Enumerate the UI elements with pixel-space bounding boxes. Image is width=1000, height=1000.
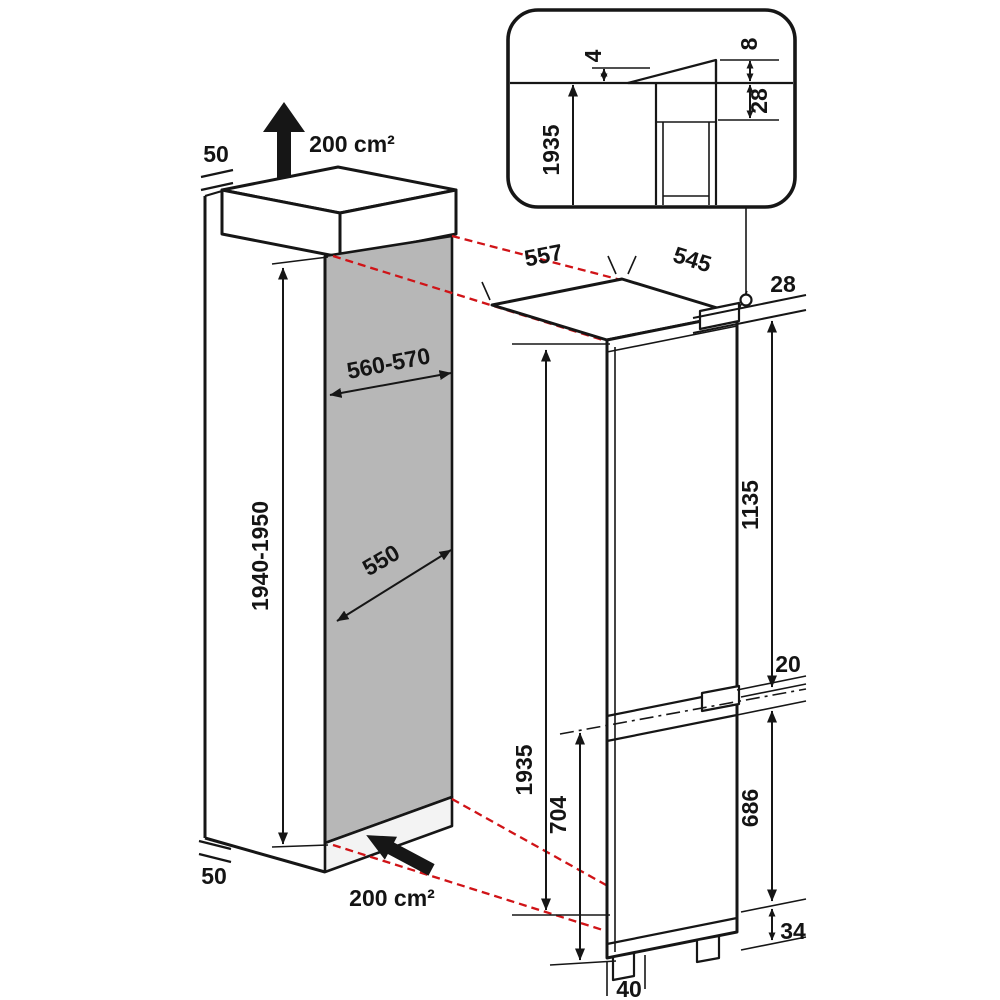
dim-inset-hinge-offset: 28: [746, 88, 772, 114]
top-hinge: [698, 301, 741, 331]
ext-line: [271, 844, 329, 848]
dim-appliance-lower-section: 704: [545, 796, 571, 835]
red-line-top-back: [451, 234, 622, 282]
niche-top-connector: [204, 189, 223, 198]
dim-appliance-upper-door: 1135: [737, 480, 763, 530]
tick: [607, 255, 617, 275]
tick: [198, 852, 232, 864]
fridge-front-face: [605, 312, 739, 960]
dim-inset-top-rise: 8: [736, 37, 762, 50]
niche-back-panel: [323, 234, 454, 845]
vent-up-arrow-icon: [263, 102, 305, 178]
front-foot: [611, 951, 636, 982]
dim-appliance-foot-height: 34: [780, 918, 806, 944]
middle-hinge: [700, 684, 741, 713]
inset-leader-point: [739, 293, 753, 307]
lower-door-top: [606, 713, 738, 743]
ext-line: [549, 960, 617, 966]
tick: [481, 281, 491, 301]
hinge-ext-line: [692, 294, 807, 319]
tick: [198, 839, 232, 851]
tick: [200, 168, 234, 179]
niche-top-slab-right-face: [338, 188, 458, 259]
niche-bottom-edge: [204, 836, 326, 874]
niche-floor: [323, 795, 454, 874]
dim-inset-top-gap: 4: [580, 49, 606, 62]
dim-appliance-door-gap: 20: [775, 651, 801, 677]
door-top-edge: [606, 325, 738, 353]
ext-line: [736, 675, 807, 691]
dim-appliance-hinge-offset: 28: [770, 271, 796, 297]
dim-niche-top-clearance: 50: [203, 141, 229, 167]
dim-niche-top-vent: 200 cm²: [309, 131, 395, 157]
niche-drawing: [203, 165, 458, 874]
dim-appliance-lower-door: 686: [737, 789, 763, 827]
dim-niche-bottom-vent: 200 cm²: [349, 885, 435, 911]
lower-door-bottom: [606, 916, 738, 946]
dim-niche-height: 1940-1950: [247, 501, 273, 611]
inset-detail: 4 8 28 1935: [506, 8, 797, 307]
dim-niche-bottom-clearance: 50: [201, 863, 227, 889]
dim-appliance-height: 1935: [511, 744, 537, 795]
ext-line: [740, 683, 807, 698]
vent-bottom-arrow-icon: [366, 835, 435, 876]
red-line-bottom-front: [332, 843, 607, 933]
dim-appliance-width: 545: [670, 241, 714, 277]
dim-appliance-base-recess: 40: [616, 976, 642, 1000]
hinge-ext-line: [692, 309, 807, 334]
gap-centerline: [559, 688, 807, 735]
ext-line: [740, 936, 807, 951]
ext-line: [271, 256, 329, 265]
tick: [627, 255, 637, 275]
tick: [200, 181, 234, 192]
dim-line-width: [329, 370, 452, 398]
red-line-bottom-back: [451, 797, 607, 887]
appliance-drawing: [490, 277, 741, 982]
ext-line: [740, 898, 807, 913]
dim-appliance-depth: 557: [522, 239, 565, 272]
dim-inset-height: 1935: [538, 124, 564, 175]
ext-line: [736, 700, 807, 716]
back-foot: [695, 934, 721, 964]
dim-line-depth: [336, 549, 452, 622]
